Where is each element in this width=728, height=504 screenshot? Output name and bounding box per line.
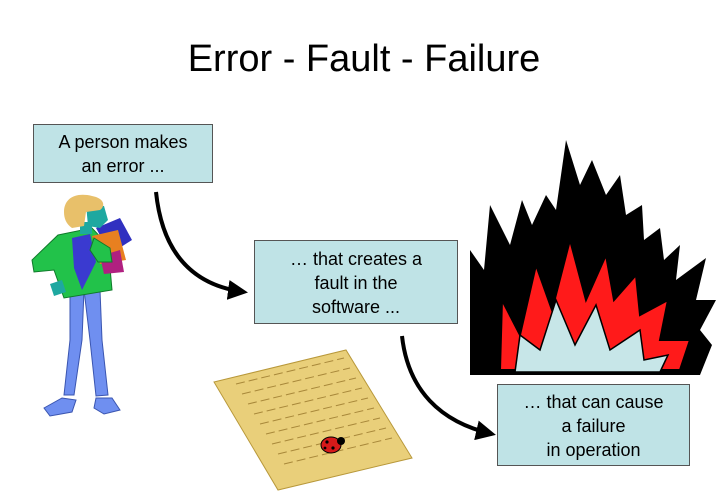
step-box-error: A person makes an error ... [33, 124, 213, 183]
slide-title: Error - Fault - Failure [187, 38, 541, 80]
person-icon [31, 194, 132, 417]
explosion-icon [470, 140, 716, 375]
paper-document-icon [213, 349, 413, 491]
step-line: in operation [546, 440, 641, 460]
step-line: software ... [311, 297, 401, 317]
step-line: A person makes [58, 132, 188, 152]
step-line: an error ... [81, 156, 165, 176]
step-line: fault in the [314, 273, 398, 293]
step-box-fault: … that creates a fault in the software .… [254, 240, 458, 324]
step-line: … that can cause [523, 392, 664, 412]
ladybug-icon [320, 436, 345, 454]
step-box-failure: … that can cause a failure in operation [497, 384, 690, 466]
arrow-icon [154, 191, 248, 300]
arrow-icon [400, 335, 496, 441]
step-line: … that creates a [289, 249, 423, 269]
step-line: a failure [561, 416, 626, 436]
